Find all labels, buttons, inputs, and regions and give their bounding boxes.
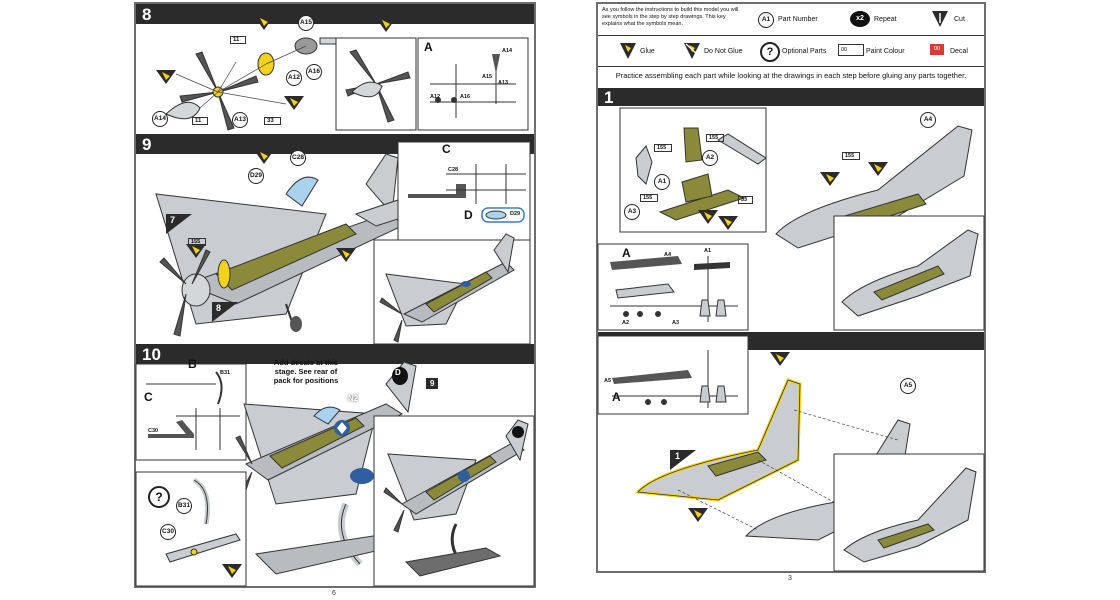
- paint-code-155-step9: 155: [188, 238, 207, 246]
- sprue-a12-label: A12: [430, 94, 441, 100]
- callout-a14: A14: [152, 111, 168, 127]
- sprue-a16-label: A16: [460, 94, 471, 100]
- sprue-bc-panel: [135, 363, 247, 461]
- callout-a1: A1: [654, 174, 670, 190]
- step-2-drawing: [597, 335, 985, 572]
- callout-a4: A4: [920, 112, 936, 128]
- sprue-a-letter: A: [424, 40, 433, 54]
- paint-code-11b: 11: [192, 117, 209, 125]
- legend-paint-sample-code: 00: [841, 47, 848, 53]
- paint-code-11a: 11: [230, 36, 247, 44]
- callout-c30: C30: [160, 524, 176, 540]
- step-1-band: [598, 88, 984, 106]
- callout-a15: A15: [298, 15, 314, 31]
- step-8-drawing: [156, 16, 529, 131]
- sprue-c-letter-step9: C: [442, 142, 451, 156]
- glue-icon: [620, 43, 636, 59]
- sprue-b-letter: B: [188, 357, 197, 371]
- callout-a2: A2: [702, 150, 718, 166]
- step-10-number: 10: [142, 345, 161, 364]
- optional-parts-icon: ?: [760, 42, 780, 62]
- legend-repeat-sample: x2: [856, 15, 864, 22]
- sprue-a14-label: A14: [502, 48, 513, 54]
- left-page: 8: [134, 0, 536, 600]
- paint-code-155-d: 155: [842, 152, 861, 160]
- propeller-blades: [179, 51, 259, 131]
- legend-decal-sample: 00: [930, 44, 944, 55]
- sprue-a-letter-step2: A: [612, 390, 621, 404]
- step-ref-8: 8: [216, 303, 222, 313]
- legend-repeat: Repeat: [874, 16, 897, 23]
- step-9-number: 9: [142, 135, 152, 154]
- callout-c28: C28: [290, 150, 306, 166]
- left-page-number: 6: [332, 590, 336, 597]
- do-not-glue-icon: [684, 43, 700, 59]
- legend-decal-sample-code: 00: [933, 46, 941, 52]
- step-1-drawing: [597, 107, 985, 331]
- symbol-legend: As you follow the instructions to build …: [598, 4, 984, 67]
- sprue-a1-label: A1: [704, 248, 712, 254]
- decal-note: Add decals at this stage. See rear of pa…: [273, 358, 339, 385]
- legend-part-number-sample: A1: [758, 12, 774, 28]
- step-8-number: 8: [142, 5, 152, 24]
- legend-glue: Glue: [640, 48, 655, 55]
- paint-code-155-c: 155: [640, 194, 659, 202]
- legend-part-number: Part Number: [778, 16, 818, 23]
- glue-symbols: [156, 16, 396, 110]
- cut-icon: [932, 11, 948, 27]
- optional-parts-symbol: ?: [148, 486, 170, 508]
- legend-row-divider: [598, 35, 984, 36]
- sprue-c28-label: C28: [448, 167, 459, 173]
- legend-cut: Cut: [954, 16, 965, 23]
- callout-a3: A3: [624, 204, 640, 220]
- step-ref-9: 9: [426, 378, 439, 389]
- practice-note: Practice assembling each part while look…: [615, 71, 967, 80]
- legend-decal: Decal: [950, 48, 968, 55]
- fuselage-half: [775, 125, 973, 249]
- paint-code-155-b: 155: [654, 144, 673, 152]
- sprue-d29-label: D29: [510, 211, 521, 217]
- step-ref-1: 1: [675, 451, 681, 461]
- sprue-a-letter-step1: A: [622, 246, 631, 260]
- decal-d-letter: D: [395, 368, 401, 377]
- right-page: As you follow the instructions to build …: [596, 0, 986, 600]
- step-10-band: [136, 344, 534, 364]
- callout-d29: D29: [248, 168, 264, 184]
- callout-b31: B31: [176, 498, 192, 514]
- sprue-c30-label: C30: [148, 428, 159, 434]
- legend-do-not-glue: Do Not Glue: [704, 48, 743, 55]
- decal-n2-letter: N2: [348, 394, 359, 403]
- legend-repeat-icon: x2: [850, 11, 870, 27]
- paint-code-155-a: 155: [706, 134, 725, 142]
- step-9-drawing: [155, 141, 531, 345]
- sprue-a2-label: A2: [622, 320, 630, 326]
- step-1-number: 1: [604, 88, 614, 107]
- right-page-frame: As you follow the instructions to build …: [596, 2, 986, 573]
- canopy: [285, 176, 319, 207]
- sprue-c-letter-step10: C: [144, 390, 153, 404]
- sprue-a4-label: A4: [664, 252, 672, 258]
- left-page-frame: 8: [134, 2, 536, 588]
- legend-optional-parts: Optional Parts: [782, 48, 827, 55]
- sprue-a15-label: A15: [482, 74, 493, 80]
- sprue-a3-label: A3: [672, 320, 680, 326]
- sprue-a13-label: A13: [498, 80, 509, 86]
- paint-code-33: 33: [738, 196, 754, 204]
- step-ref-7: 7: [170, 215, 176, 225]
- sprue-b31-label: B31: [220, 370, 231, 376]
- step-10-drawing: [135, 361, 535, 587]
- legend-paint-colour: Paint Colour: [866, 48, 905, 55]
- sprue-d-letter: D: [464, 208, 473, 222]
- callout-a5: A5: [900, 378, 916, 394]
- callout-a13: A13: [232, 112, 248, 128]
- callout-a12: A12: [286, 70, 302, 86]
- legend-intro: As you follow the instructions to build …: [602, 7, 739, 27]
- legend-paint-sample: 00: [838, 44, 864, 56]
- callout-a16: A16: [306, 64, 322, 80]
- step-8-band: [136, 4, 534, 24]
- paint-code-33: 33: [264, 117, 281, 125]
- right-page-number: 3: [788, 575, 792, 582]
- sprue-a5-label: A5: [604, 378, 612, 384]
